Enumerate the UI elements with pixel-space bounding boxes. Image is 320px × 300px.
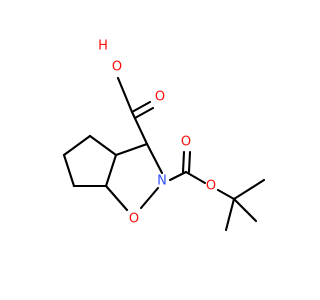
bond: [224, 197, 236, 232]
ester-carbonyl-o-label: O: [181, 135, 191, 150]
bond: [181, 150, 186, 174]
nitrogen-label: N: [157, 174, 167, 189]
hydroxyl-o-label: O: [112, 60, 122, 75]
bond: [184, 170, 207, 185]
bond: [139, 186, 160, 210]
bond: [104, 153, 118, 188]
carboxylic-acid-group: [116, 76, 155, 146]
boc-group: [168, 150, 266, 232]
ring-oxygen-label: O: [129, 212, 139, 227]
molecule-structure: H O O N O O O: [62, 39, 266, 232]
bond: [130, 100, 152, 114]
isoxazolidine-ring: [104, 142, 164, 212]
bond: [104, 184, 129, 212]
bond: [232, 178, 266, 201]
bond: [130, 110, 149, 146]
bond: [114, 142, 149, 157]
bond: [232, 197, 258, 223]
bond: [145, 142, 164, 175]
bond: [168, 170, 188, 182]
cyclopentane-ring: [62, 134, 118, 188]
ester-o-label: O: [206, 179, 216, 194]
bond: [88, 134, 118, 157]
bond: [187, 150, 192, 174]
bond: [62, 153, 76, 188]
bond: [62, 134, 92, 157]
acid-carbonyl-o-label: O: [155, 90, 165, 105]
bond: [216, 188, 236, 201]
atom-labels: H O O N O O O: [98, 39, 216, 227]
bond: [116, 76, 134, 114]
bond: [133, 106, 155, 120]
hydroxyl-h-label: H: [98, 39, 108, 54]
